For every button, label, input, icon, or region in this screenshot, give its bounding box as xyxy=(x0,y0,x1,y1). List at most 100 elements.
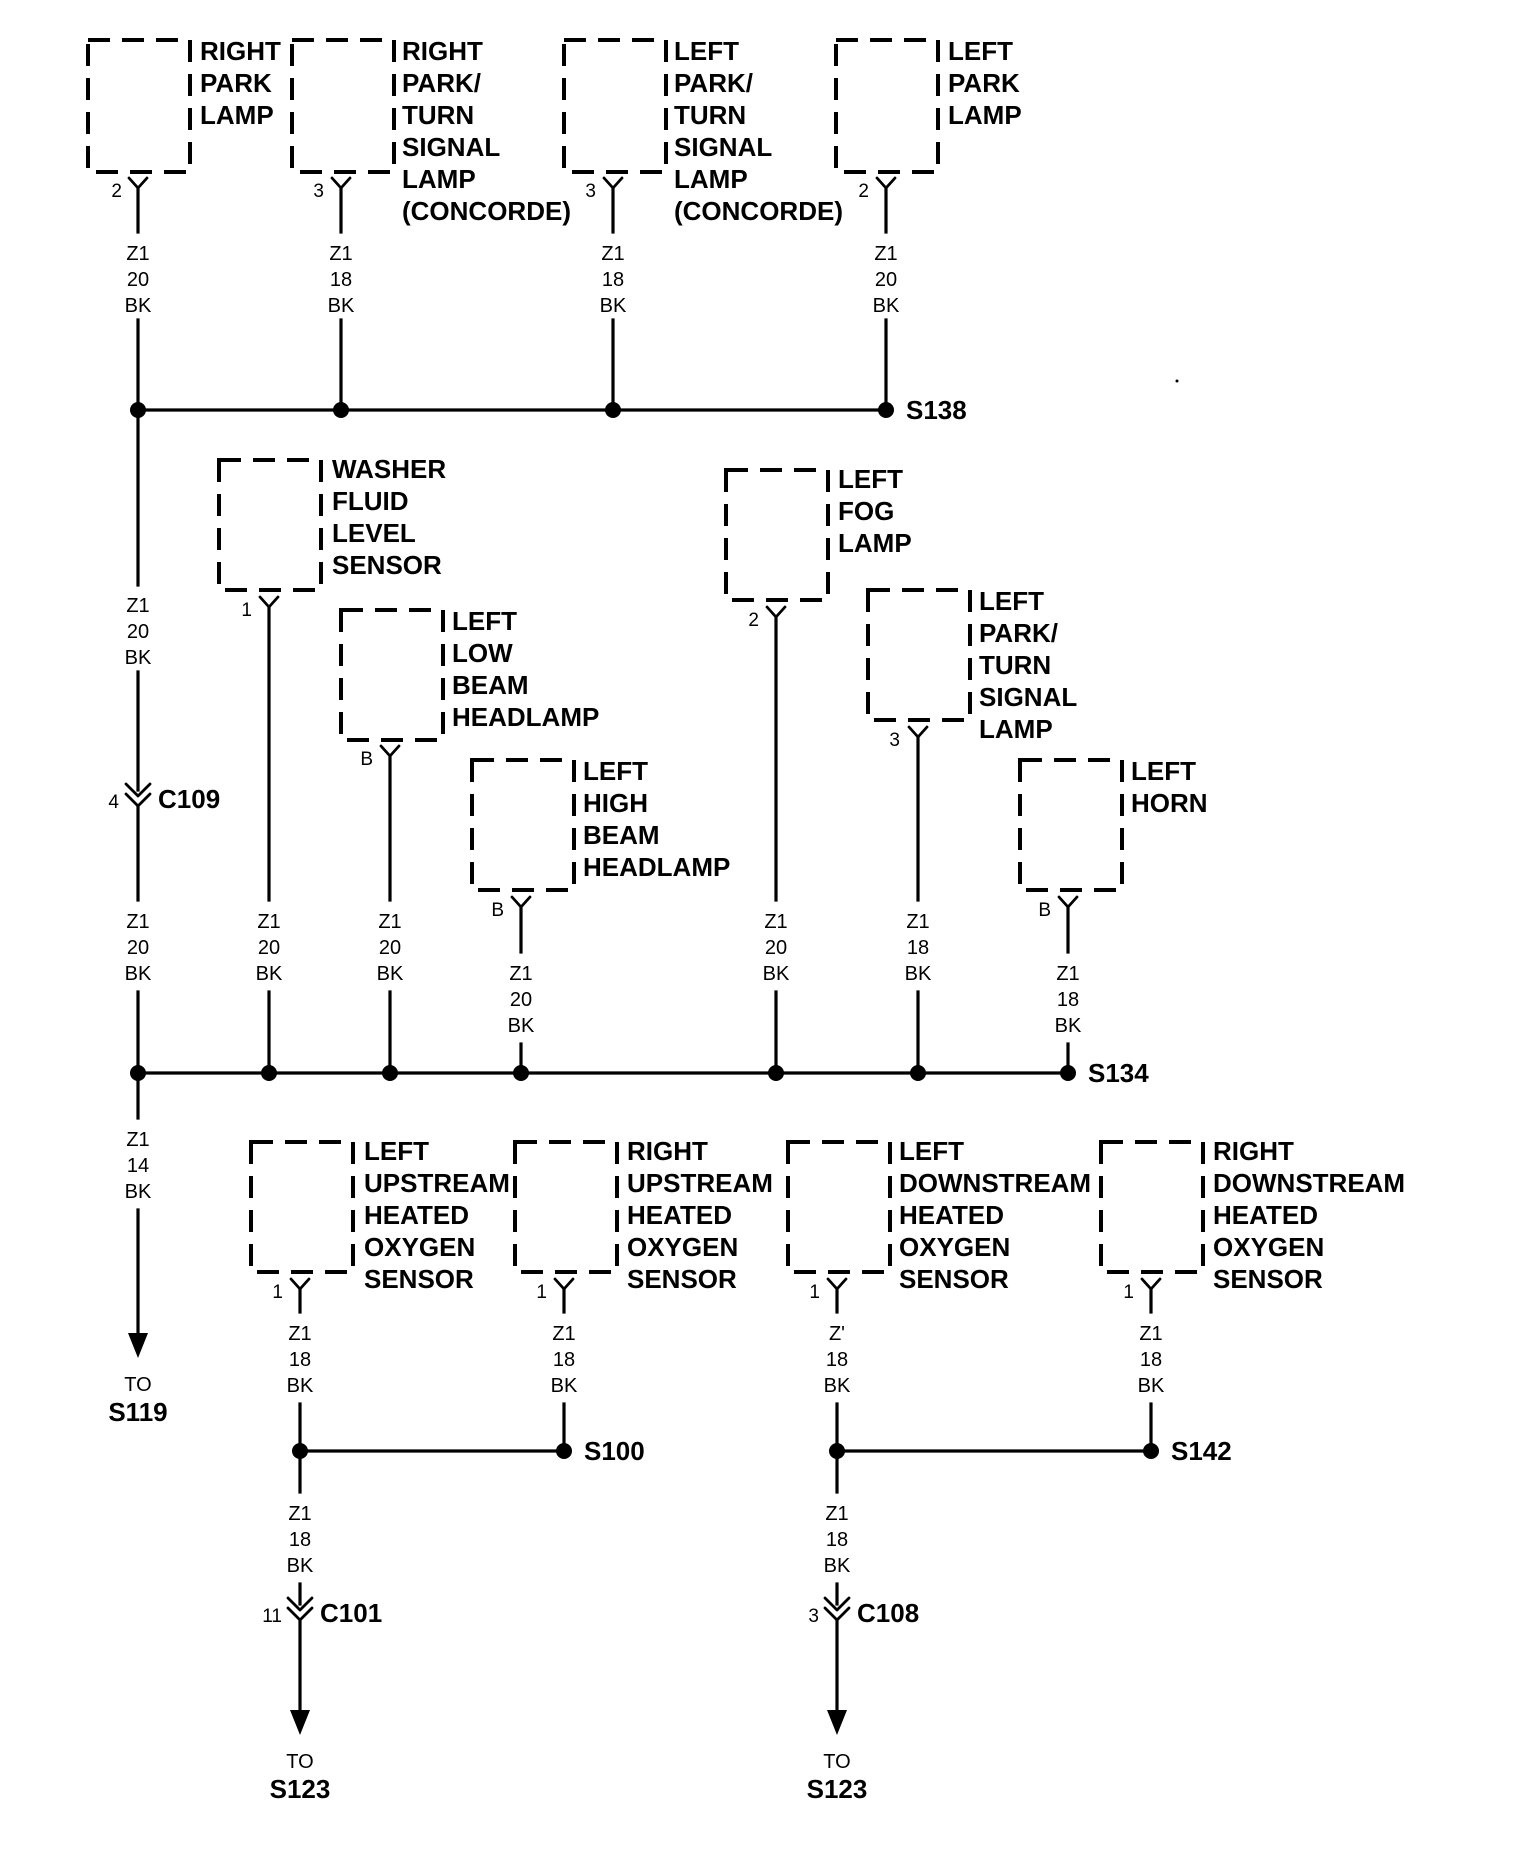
wire-gauge: 20 xyxy=(127,937,149,959)
splice-label: S138 xyxy=(906,395,967,425)
wire-color: BK xyxy=(287,1555,314,1577)
pin-label: 3 xyxy=(585,181,596,202)
component-left-park-turn-signal-lamp: 3 Z1 18 BK LEFT PARK/ TURN SIGNAL LAMP xyxy=(866,586,1077,1075)
wire-code: Z1 xyxy=(288,1323,311,1345)
component-left-high-beam-headlamp: B Z1 20 BK LEFT HIGH BEAM HEADLAMP xyxy=(470,756,730,1075)
component-left-fog-lamp: 2 Z1 20 BK LEFT FOG LAMP xyxy=(724,464,912,1075)
splice-label: S100 xyxy=(584,1436,645,1466)
component-label: LEFT DOWNSTREAM HEATED OXYGEN SENSOR xyxy=(899,1136,1098,1294)
wire-code: Z1 xyxy=(1056,963,1079,985)
wire-gauge: 18 xyxy=(826,1529,848,1551)
wire-code: Z1 xyxy=(126,243,149,265)
component-box xyxy=(724,468,830,602)
pin-label: 1 xyxy=(272,1282,283,1303)
component-right-park-turn-signal-lamp-concorde: 3 Z1 18 BK RIGHT PARK/ TURN SIGNAL LAMP … xyxy=(290,36,571,412)
wire-color: BK xyxy=(125,1181,152,1203)
wire-code: Z1 xyxy=(257,911,280,933)
component-label: LEFT FOG LAMP xyxy=(838,464,912,558)
pin-label: 1 xyxy=(536,1282,547,1303)
wire-color: BK xyxy=(763,963,790,985)
component-label: LEFT PARK LAMP xyxy=(948,36,1027,130)
splice-dot xyxy=(261,1065,277,1081)
component-label: LEFT UPSTREAM HEATED OXYGEN SENSOR xyxy=(364,1136,517,1294)
wire-code: Z1 xyxy=(329,243,352,265)
splice-s100: S100 xyxy=(292,1436,645,1466)
pin-label: B xyxy=(360,749,373,770)
component-left-park-turn-signal-lamp-concorde: 3 Z1 18 BK LEFT PARK/ TURN SIGNAL LAMP (… xyxy=(562,36,843,412)
wire-color: BK xyxy=(905,963,932,985)
component-box xyxy=(562,38,668,174)
trunk-s142-s123: Z1 18 BK 3 C108 TO S123 xyxy=(807,1449,919,1804)
arrow-down-icon xyxy=(290,1710,310,1735)
component-right-park-lamp: 2 Z1 20 BK RIGHT PARK LAMP xyxy=(86,36,281,412)
pin-label: B xyxy=(491,900,504,921)
splice-label: S142 xyxy=(1171,1436,1232,1466)
destination-to: TO xyxy=(124,1374,151,1396)
component-box xyxy=(866,588,972,722)
splice-label: S134 xyxy=(1088,1058,1149,1088)
component-left-downstream-heated-oxygen-sensor: 1 Z' 18 BK LEFT DOWNSTREAM HEATED OXYGEN… xyxy=(786,1136,1098,1453)
wire-code: Z1 xyxy=(552,1323,575,1345)
component-box xyxy=(470,758,576,892)
connector-pin: 3 xyxy=(808,1606,819,1627)
wire-code: Z1 xyxy=(601,243,624,265)
wire-gauge: 18 xyxy=(1057,989,1079,1011)
wire-gauge: 18 xyxy=(1140,1349,1162,1371)
wire-gauge: 18 xyxy=(330,269,352,291)
arrow-down-icon xyxy=(128,1333,148,1358)
wire-gauge: 20 xyxy=(127,621,149,643)
arrow-down-icon xyxy=(827,1710,847,1735)
destination-s123: S123 xyxy=(807,1774,868,1804)
splice-s138: S138 xyxy=(130,395,967,425)
splice-dot xyxy=(878,402,894,418)
wire-code: Z1 xyxy=(906,911,929,933)
destination-s119: S119 xyxy=(108,1397,167,1427)
component-box xyxy=(217,458,323,592)
connector-c109-label: C109 xyxy=(158,784,220,814)
wire-gauge: 18 xyxy=(826,1349,848,1371)
pin-label: 1 xyxy=(809,1282,820,1303)
wire-code: Z1 xyxy=(126,595,149,617)
wire-code: Z1 xyxy=(509,963,532,985)
component-label: RIGHT DOWNSTREAM HEATED OXYGEN SENSOR xyxy=(1213,1136,1412,1294)
splice-dot xyxy=(382,1065,398,1081)
pin-label: 2 xyxy=(111,181,122,202)
component-right-upstream-heated-oxygen-sensor: 1 Z1 18 BK RIGHT UPSTREAM HEATED OXYGEN … xyxy=(513,1136,773,1453)
component-box xyxy=(86,38,192,174)
component-label: LEFT HORN xyxy=(1131,756,1208,818)
wire-gauge: 20 xyxy=(379,937,401,959)
wire-gauge: 18 xyxy=(553,1349,575,1371)
wire-gauge: 20 xyxy=(510,989,532,1011)
splice-dot xyxy=(910,1065,926,1081)
component-label: RIGHT PARK/ TURN SIGNAL LAMP (CONCORDE) xyxy=(402,36,571,226)
wire-gauge: 20 xyxy=(875,269,897,291)
destination-to: TO xyxy=(286,1751,313,1773)
wire-color: BK xyxy=(600,295,627,317)
splice-dot xyxy=(556,1443,572,1459)
wire-color: BK xyxy=(1055,1015,1082,1037)
wire-code: Z1 xyxy=(126,1129,149,1151)
splice-dot xyxy=(333,402,349,418)
component-box xyxy=(249,1140,355,1274)
component-left-horn: B Z1 18 BK LEFT HORN xyxy=(1018,756,1208,1075)
pin-label: 3 xyxy=(313,181,324,202)
wire-color: BK xyxy=(328,295,355,317)
pin-label: B xyxy=(1038,900,1051,921)
wire-gauge: 14 xyxy=(127,1155,149,1177)
stray-dot xyxy=(1175,379,1179,383)
component-washer-fluid-level-sensor: 1 Z1 20 BK WASHER FLUID LEVEL SENSOR xyxy=(217,454,446,1075)
component-box xyxy=(786,1140,892,1274)
component-left-upstream-heated-oxygen-sensor: 1 Z1 18 BK LEFT UPSTREAM HEATED OXYGEN S… xyxy=(249,1136,517,1453)
pin-label: 2 xyxy=(858,181,869,202)
pin-label: 1 xyxy=(241,600,252,621)
component-box xyxy=(290,38,396,174)
connector-pin: 4 xyxy=(108,792,119,813)
splice-dot xyxy=(1143,1443,1159,1459)
wire-color: BK xyxy=(256,963,283,985)
wire-color: BK xyxy=(125,295,152,317)
wire-code: Z1 xyxy=(1139,1323,1162,1345)
destination-s123: S123 xyxy=(270,1774,331,1804)
wire-color: BK xyxy=(824,1555,851,1577)
connector-c108-label: C108 xyxy=(857,1598,919,1628)
